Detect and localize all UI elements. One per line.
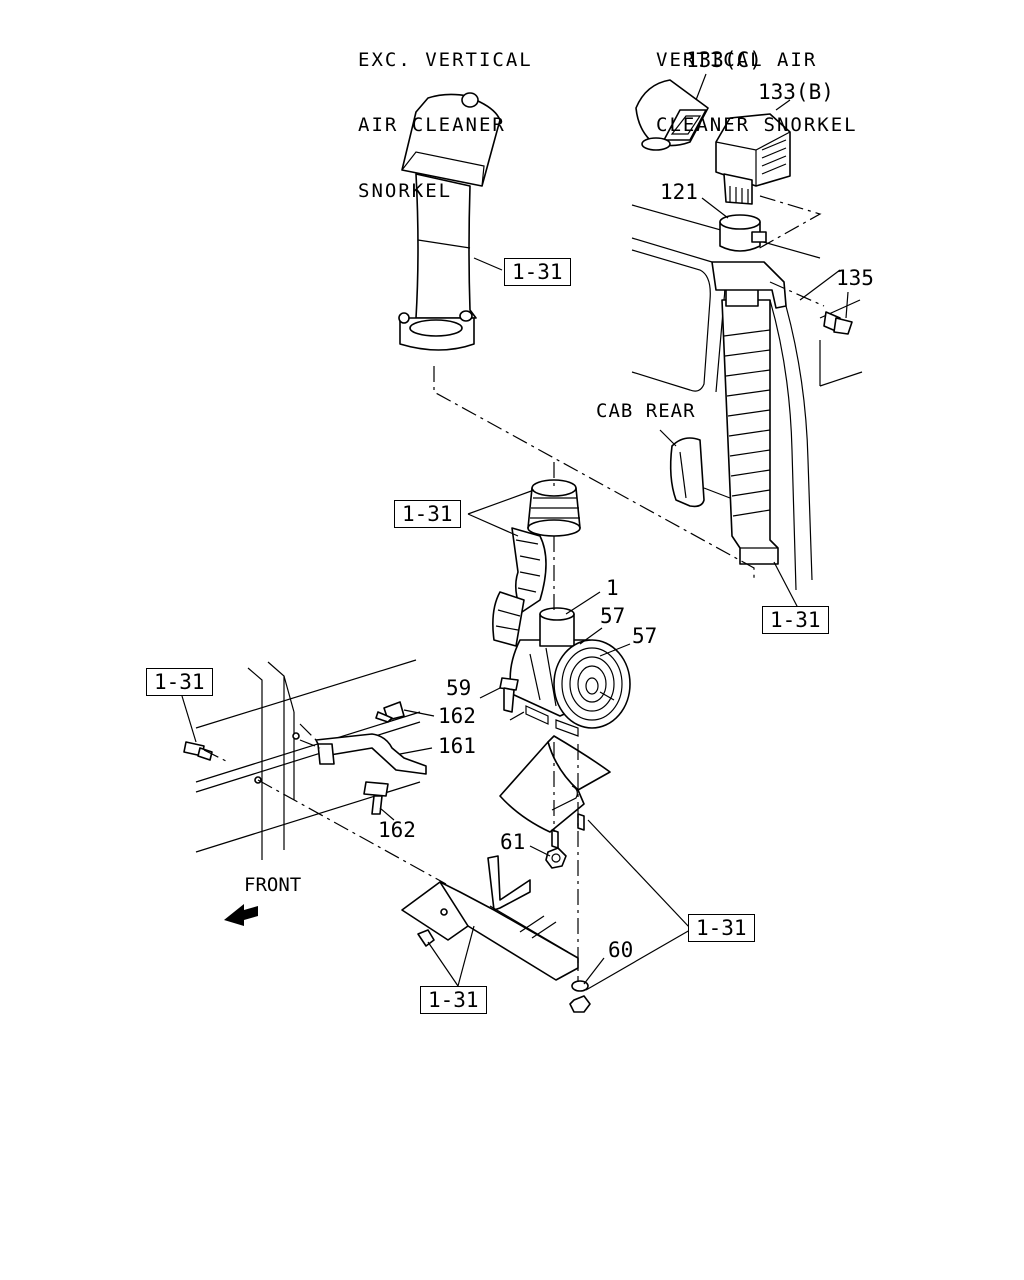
callout-60: 60 (608, 938, 634, 962)
ref-box-bracket: 1-31 (420, 986, 487, 1014)
air-cleaner-assembly (509, 607, 631, 737)
washer-nut-60 (569, 980, 591, 1013)
ref-box-pipe: 1-31 (762, 606, 829, 634)
snorkel-cap-133b (715, 113, 791, 205)
snorkel-left (398, 92, 501, 351)
nut-61 (545, 847, 567, 869)
header-exc-vertical: EXC. VERTICAL AIR CLEANER SNORKEL (358, 6, 533, 246)
front-label: FRONT (244, 874, 302, 896)
snorkel-elbow-133c (635, 79, 709, 151)
callout-61: 61 (500, 830, 526, 854)
callout-57-upper: 57 (600, 604, 626, 628)
ref-box-snorkel-left: 1-31 (504, 258, 571, 286)
callout-162-bottom: 162 (378, 818, 416, 842)
callout-133c: 133(C) (686, 48, 762, 72)
assembly-lines (203, 195, 825, 982)
callout-162-top: 162 (438, 704, 476, 728)
callout-59: 59 (446, 676, 472, 700)
bolt-1-31-left (183, 741, 213, 761)
ref-box-frame: 1-31 (146, 668, 213, 696)
bolt-162-top (375, 701, 405, 723)
vertical-snorkel-pipe (711, 261, 787, 565)
callout-133b: 133(B) (758, 80, 834, 104)
callout-161: 161 (438, 734, 476, 758)
header-vertical-line-1: VERTICAL AIR (656, 48, 818, 71)
lower-bracket (401, 855, 579, 981)
cab-rear-panel (631, 204, 863, 591)
front-arrow-icon (224, 904, 258, 926)
cab-rear-label: CAB REAR (596, 400, 696, 422)
ref-box-hose: 1-31 (394, 500, 461, 528)
header-exc-line-2: AIR CLEANER (358, 114, 506, 137)
callout-121: 121 (660, 180, 698, 204)
bracket-rod-161 (315, 733, 427, 775)
callout-57-lower: 57 (632, 624, 658, 648)
bellows-hose (527, 479, 581, 537)
clamp-121 (719, 214, 767, 252)
leader-lines (181, 73, 849, 991)
bolt-59 (499, 677, 519, 713)
bolt-162-bottom (363, 781, 389, 815)
header-vertical-snorkel: VERTICAL AIR CLEANER SNORKEL (656, 6, 858, 181)
callout-135: 135 (836, 266, 874, 290)
intake-hose (492, 527, 547, 647)
header-exc-line-1: EXC. VERTICAL (358, 48, 533, 71)
header-vertical-line-2: CLEANER SNORKEL (656, 114, 858, 137)
header-exc-line-3: SNORKEL (358, 179, 453, 202)
callout-1: 1 (606, 576, 619, 600)
ref-box-cradle: 1-31 (688, 914, 755, 942)
bolt-135 (823, 311, 853, 335)
